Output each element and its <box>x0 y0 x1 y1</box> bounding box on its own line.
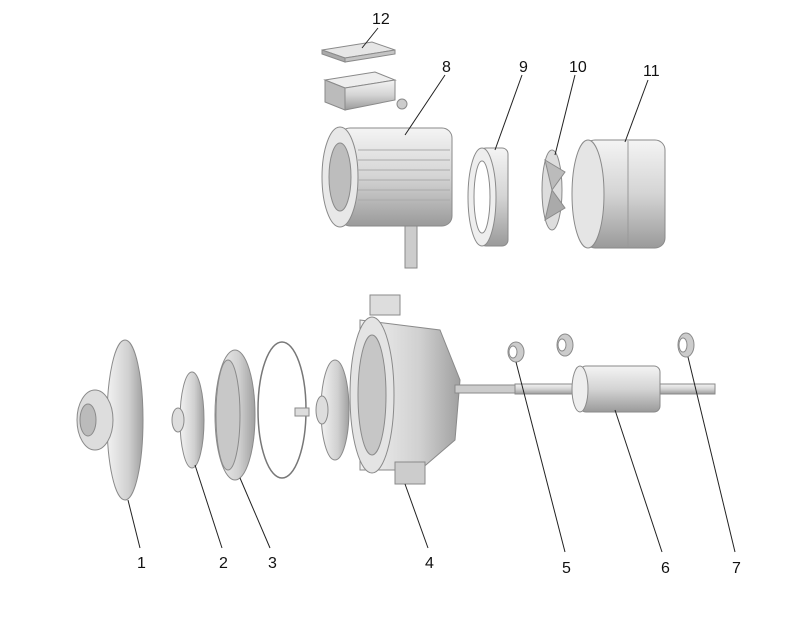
part-10-fan <box>541 149 566 231</box>
o-ring <box>257 341 310 479</box>
label-6: 6 <box>661 560 670 577</box>
label-4: 4 <box>425 555 434 572</box>
part-8-motor-housing <box>321 126 453 269</box>
label-7: 7 <box>732 560 741 577</box>
part-9-bearing-cover <box>467 147 509 247</box>
terminal-box <box>323 71 408 111</box>
part-1-pump-cover <box>76 339 144 501</box>
part-11-fan-cover <box>571 139 666 249</box>
leader-lines <box>127 27 736 553</box>
part-4-pump-body <box>349 294 516 485</box>
label-2: 2 <box>219 555 228 572</box>
part-7-bearing <box>677 332 695 358</box>
label-9: 9 <box>519 59 528 76</box>
part-12-terminal-cover <box>321 41 396 63</box>
part-2-wear-plate <box>171 371 205 469</box>
part-3-impeller <box>214 349 256 481</box>
label-1: 1 <box>137 555 146 572</box>
diffuser <box>315 359 350 461</box>
part-6-rotor-shaft <box>514 365 716 413</box>
label-8: 8 <box>442 59 451 76</box>
bearing <box>556 333 574 357</box>
label-11: 11 <box>643 63 660 80</box>
label-12: 12 <box>372 11 390 28</box>
label-3: 3 <box>268 555 277 572</box>
part-5-bearing <box>507 341 525 363</box>
label-5: 5 <box>562 560 571 577</box>
label-10: 10 <box>569 59 587 76</box>
